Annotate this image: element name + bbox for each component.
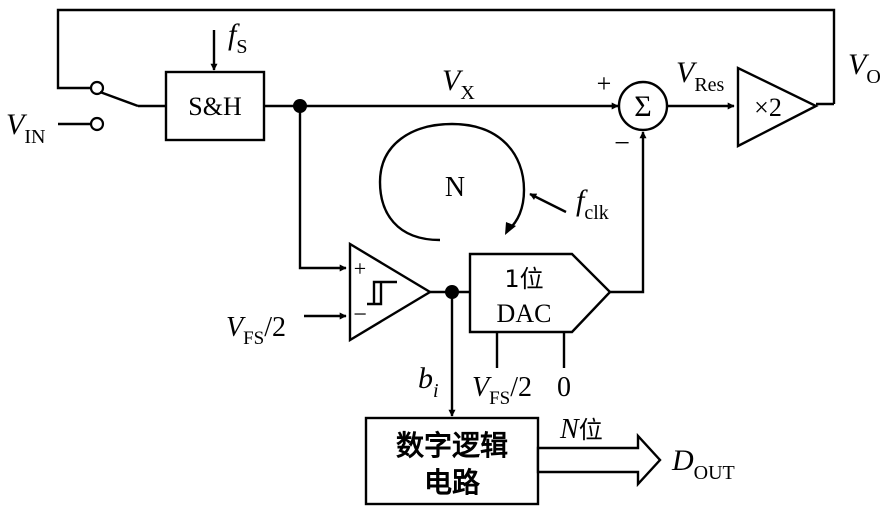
comparator (348, 241, 433, 343)
comparator-plus-sign: + (354, 256, 366, 281)
iteration-loop-arrowhead (505, 222, 516, 235)
dac-block (468, 252, 612, 334)
summer-symbol: Σ (634, 90, 651, 123)
sample-hold-label: S&H (188, 92, 242, 121)
hysteresis-icon (367, 280, 397, 306)
vin-label: VIN (6, 108, 45, 148)
gain-label: ×2 (754, 93, 782, 122)
digital-logic-label-line2: 电路 (424, 466, 481, 499)
dac-to-summer-wire (610, 131, 647, 294)
vx-label: VX (442, 64, 475, 104)
vres-label: VRes (676, 56, 725, 96)
nbit-label: N位 (559, 414, 603, 445)
summer-plus-sign: + (597, 69, 612, 98)
fclk-label: fclk (576, 184, 609, 224)
switch-top-terminal (89, 80, 105, 96)
vfs-comparator-label: VFS/2 (226, 312, 286, 349)
dac-zero-label: 0 (557, 372, 571, 403)
bi-label: bi (418, 362, 439, 402)
comparator-minus-sign: − (353, 302, 367, 328)
vx-to-comparator-wire (298, 106, 347, 272)
dac-label-bits: 1位 (504, 265, 543, 293)
loop-count-label: N (445, 172, 465, 203)
digital-logic-block (364, 416, 540, 506)
dout-label: DOUT (671, 444, 735, 484)
fs-label: fS (228, 18, 247, 58)
vo-label: VO (848, 48, 881, 88)
gain-amplifier (736, 66, 819, 148)
switch-blade (99, 90, 139, 108)
iteration-loop-curve (378, 122, 526, 242)
digital-logic-label-line1: 数字逻辑 (396, 429, 508, 462)
feedback-loop-wire (56, 8, 836, 104)
output-bus-arrow (536, 432, 662, 488)
vfs-dac-label: VFS/2 (472, 372, 532, 409)
sample-hold-block (164, 70, 266, 142)
switch-bottom-terminal (89, 116, 105, 132)
summer-minus-sign: − (614, 128, 630, 159)
fclk-arrow (529, 192, 567, 214)
dac-label-name: DAC (497, 299, 552, 328)
